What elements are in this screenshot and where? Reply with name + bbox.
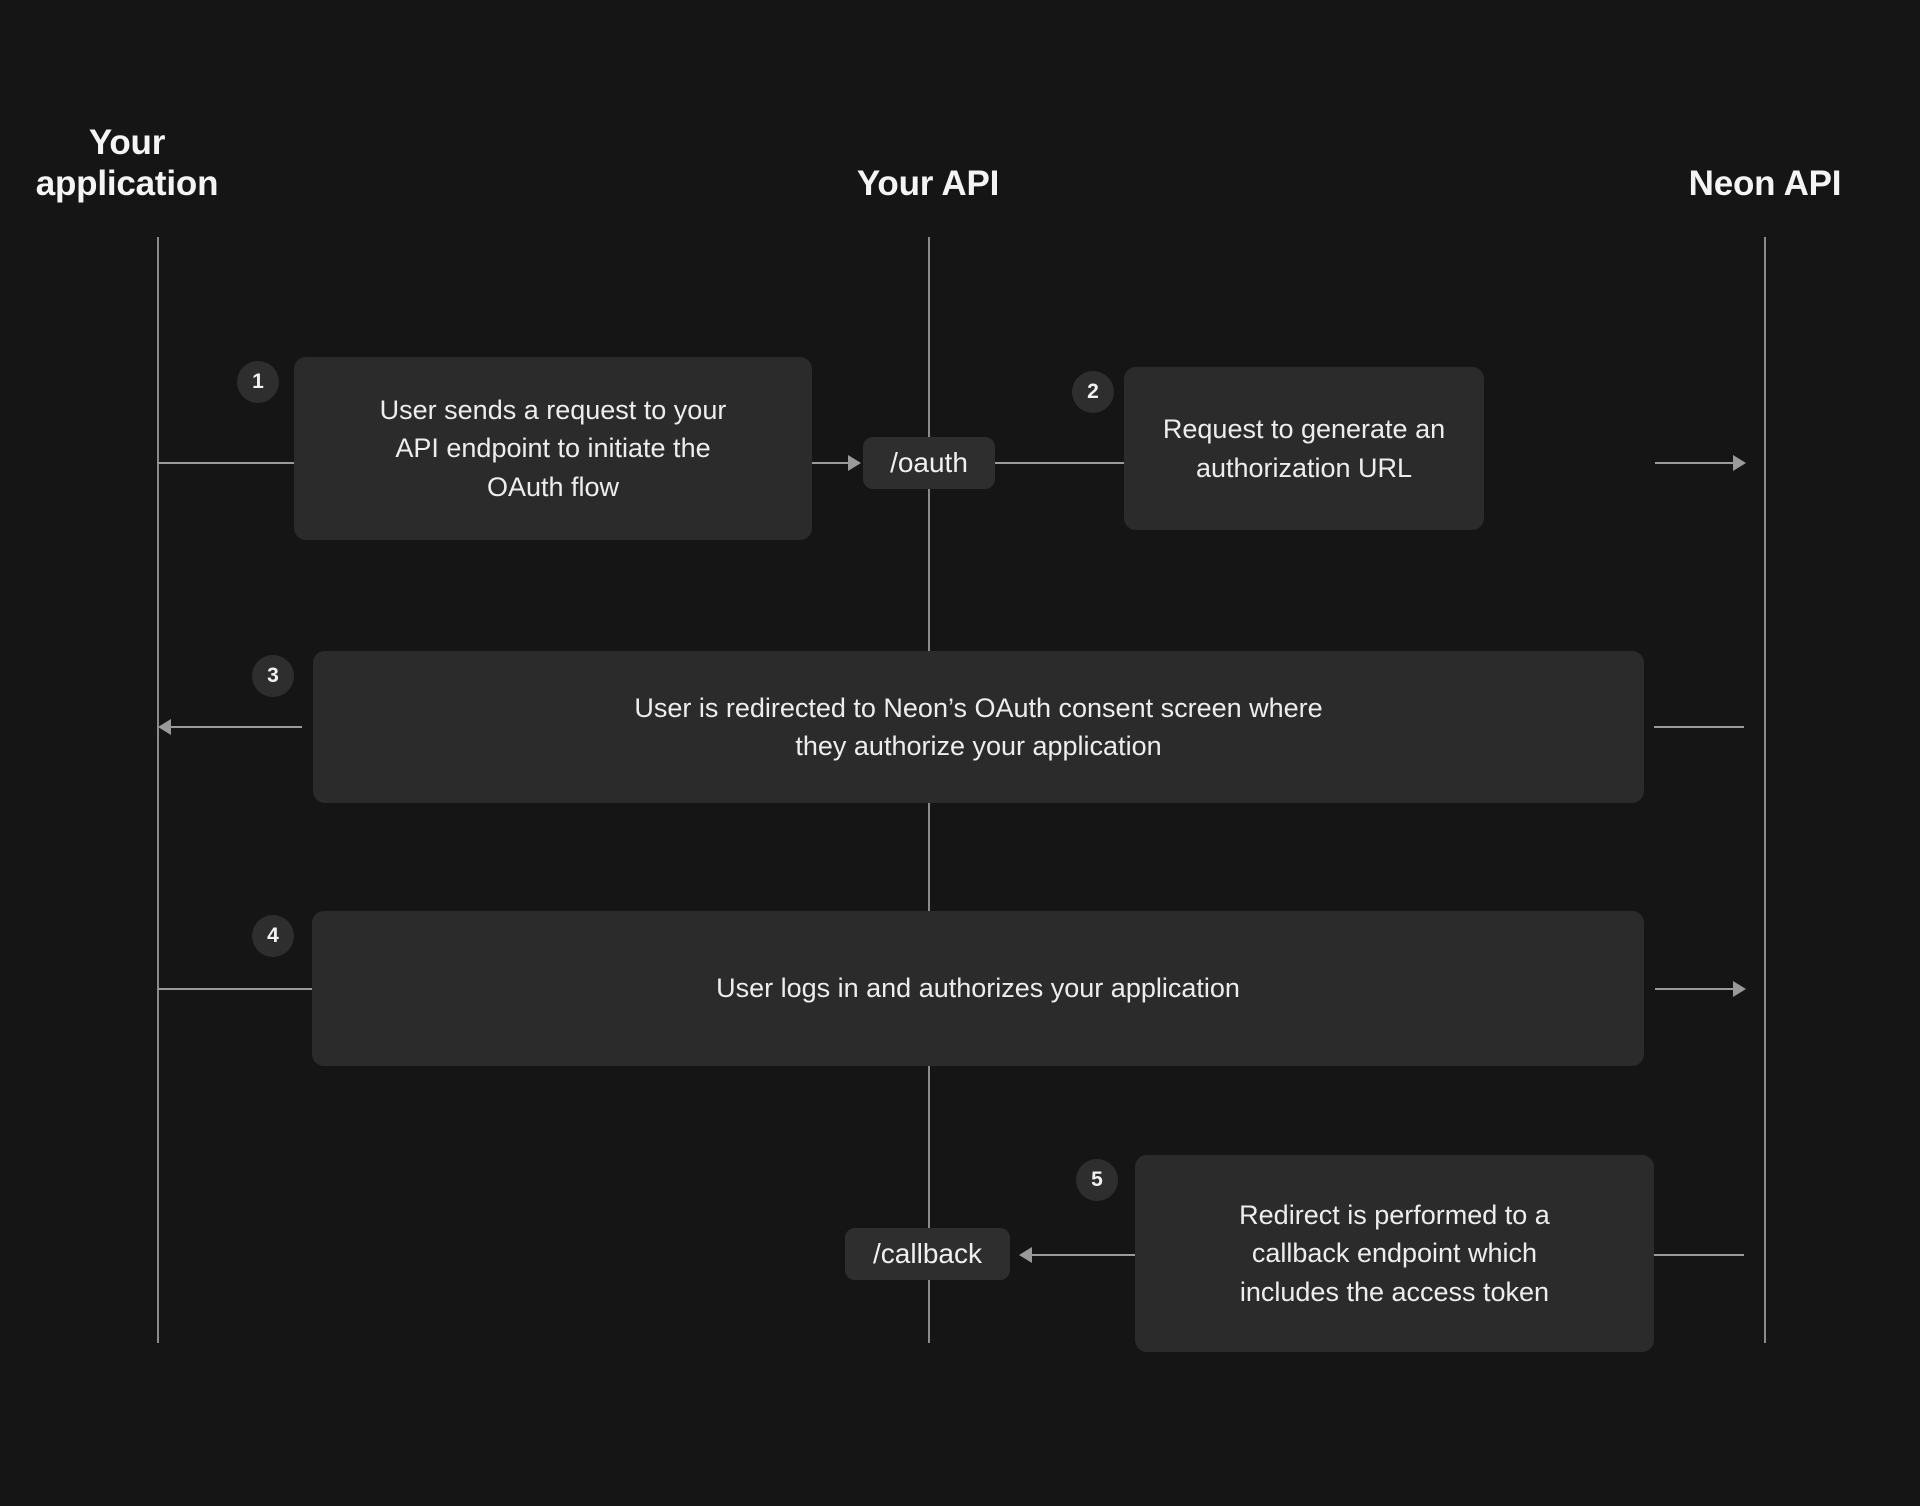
connector-step-5-left bbox=[1032, 1254, 1136, 1256]
connector-step-3-right bbox=[1654, 726, 1744, 728]
connector-step-2-left bbox=[995, 462, 1125, 464]
connector-step-3-left bbox=[171, 726, 302, 728]
step-text-5: Redirect is performed to a callback endp… bbox=[1239, 1200, 1550, 1307]
step-box-5: Redirect is performed to a callback endp… bbox=[1135, 1155, 1654, 1352]
step-text-4: User logs in and authorizes your applica… bbox=[716, 973, 1240, 1004]
step-text-2: Request to generate an authorization URL bbox=[1162, 414, 1446, 483]
arrow-head-step-4-right bbox=[1733, 981, 1746, 997]
step-box-1: User sends a request to your API endpoin… bbox=[294, 357, 812, 540]
step-badge-2: 2 bbox=[1072, 371, 1114, 413]
column-header-your-api: Your API bbox=[856, 164, 1000, 203]
arrow-head-step-5-left bbox=[1019, 1247, 1032, 1263]
step-text-1: User sends a request to your API endpoin… bbox=[379, 395, 727, 502]
step-box-3: User is redirected to Neon’s OAuth conse… bbox=[313, 651, 1644, 803]
connector-step-2-right bbox=[1655, 462, 1733, 464]
step-badge-3: 3 bbox=[252, 655, 294, 697]
step-badge-1: 1 bbox=[237, 361, 279, 403]
arrow-head-step-3-left bbox=[158, 719, 171, 735]
step-badge-4: 4 bbox=[252, 915, 294, 957]
step-badge-5: 5 bbox=[1076, 1159, 1118, 1201]
connector-step-1-right bbox=[812, 462, 848, 464]
arrow-head-step-2-right bbox=[1733, 455, 1746, 471]
column-header-your-application: Your application bbox=[35, 123, 219, 204]
connector-step-1-left bbox=[158, 462, 294, 464]
connector-step-4-left bbox=[158, 988, 312, 990]
step-text-3: User is redirected to Neon’s OAuth conse… bbox=[634, 692, 1323, 761]
lifeline-your-application bbox=[157, 237, 159, 1343]
lifeline-neon-api bbox=[1764, 237, 1766, 1343]
arrow-head-step-1-right bbox=[848, 455, 861, 471]
step-box-4: User logs in and authorizes your applica… bbox=[312, 911, 1644, 1066]
column-header-neon-api: Neon API bbox=[1688, 164, 1842, 203]
connector-step-4-right bbox=[1655, 988, 1733, 990]
step-box-2: Request to generate an authorization URL bbox=[1124, 367, 1484, 530]
endpoint-pill-oauth[interactable]: /oauth bbox=[863, 437, 995, 489]
connector-step-5-right bbox=[1654, 1254, 1744, 1256]
endpoint-pill-callback[interactable]: /callback bbox=[845, 1228, 1010, 1280]
